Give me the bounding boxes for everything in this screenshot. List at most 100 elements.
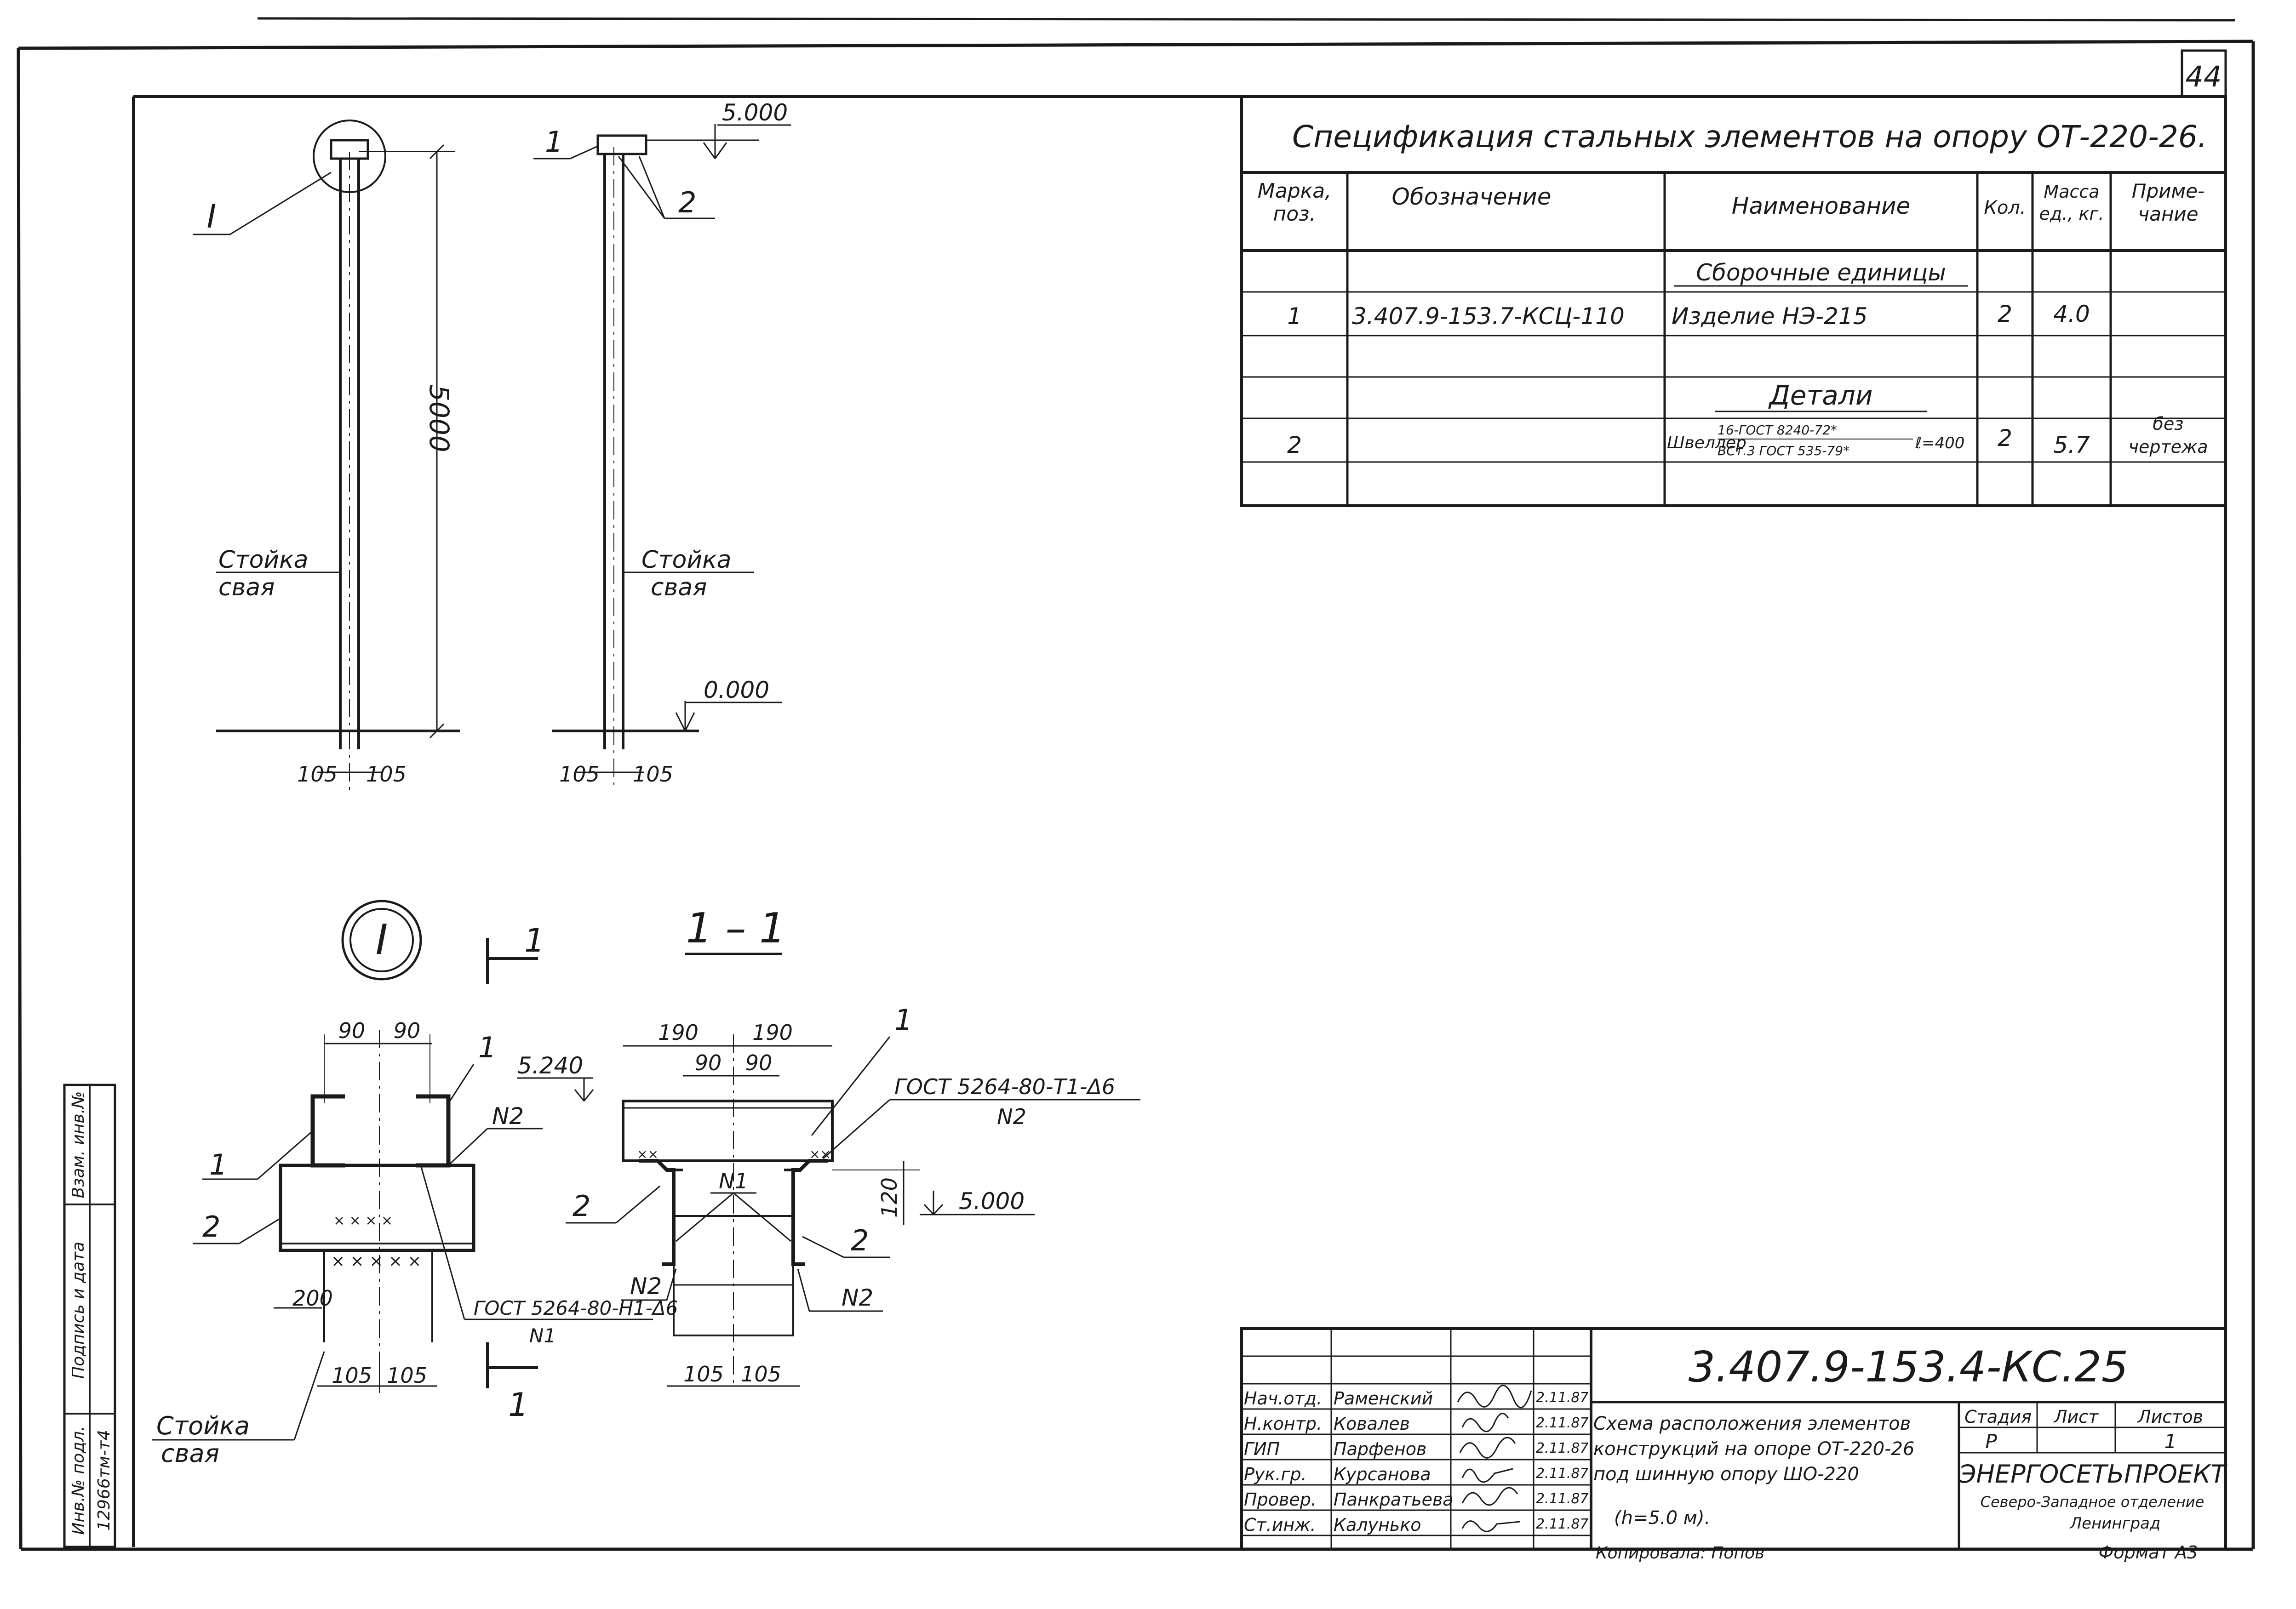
date-1: 2.11.87 xyxy=(1536,1415,1589,1431)
dim-side-right: 105 xyxy=(633,762,673,787)
row1-designation: 3.407.9-153.7-КСЦ-110 xyxy=(1352,303,1625,330)
name-5: Калунько xyxy=(1334,1515,1421,1535)
elevation-side: 5.000 1 2 Стойка свая 0.000 105 105 xyxy=(533,99,791,791)
ground-elevation-mark: 0.000 xyxy=(704,677,769,703)
header-mark-2: поз. xyxy=(1273,202,1316,226)
cut-mark-bottom: 1 xyxy=(508,1386,529,1424)
sheet-label: Лист xyxy=(2053,1407,2099,1427)
height-dimension: 5000 xyxy=(424,384,455,452)
section-details: Детали xyxy=(1768,380,1872,411)
date-4: 2.11.87 xyxy=(1536,1491,1589,1507)
detail-n2: N2 xyxy=(492,1103,524,1130)
section-dim-105b: 105 xyxy=(741,1362,781,1386)
post-label-side-2: свая xyxy=(651,574,707,601)
side-stamp: Инв.№ подл. Подпись и дата Взам. инв.№ 1… xyxy=(63,1084,116,1548)
detail-dim-105b: 105 xyxy=(387,1363,427,1388)
description-line-4: (h=5.0 м). xyxy=(1614,1507,1710,1529)
name-1: Ковалев xyxy=(1334,1414,1410,1434)
detail-weld-sub: N1 xyxy=(529,1324,556,1347)
org-branch: Северо-Западное отделение xyxy=(1981,1493,2204,1511)
sheet-frame: 44 xyxy=(17,17,2255,1551)
section-n1: N1 xyxy=(719,1169,748,1193)
page-number: 44 xyxy=(2186,60,2222,93)
detail-dim-a: 90 xyxy=(338,1018,366,1043)
row2-name-suffix: ℓ=400 xyxy=(1915,434,1964,452)
header-mass-2: ед., кг. xyxy=(2039,204,2104,224)
signature-4 xyxy=(1461,1487,1518,1506)
date-5: 2.11.87 xyxy=(1536,1516,1589,1532)
description-line-3: под шинную опору ШО-220 xyxy=(1593,1464,1859,1485)
row1-mark: 1 xyxy=(1287,303,1302,330)
dim-side-left: 105 xyxy=(559,762,600,787)
header-qty: Кол. xyxy=(1984,197,2026,218)
row2-note-1: без xyxy=(2153,414,2183,434)
org-city: Ленинград xyxy=(2069,1514,2161,1533)
name-2: Парфенов xyxy=(1334,1439,1426,1459)
side-inv-number: 12966тм-т4 xyxy=(95,1430,114,1531)
role-0: Нач.отд. xyxy=(1244,1388,1322,1409)
section-n2-right: N2 xyxy=(842,1284,873,1311)
detail-post-label-1: Стойка xyxy=(156,1411,250,1440)
section-dim-90b: 90 xyxy=(745,1050,773,1075)
name-3: Курсанова xyxy=(1334,1464,1431,1484)
header-designation: Обозначение xyxy=(1392,183,1552,210)
header-mass-1: Масса xyxy=(2044,182,2099,202)
detail-dim-105a: 105 xyxy=(332,1363,372,1388)
role-5: Ст.инж. xyxy=(1244,1515,1316,1535)
section-pos2-left: 2 xyxy=(573,1189,590,1223)
header-name: Наименование xyxy=(1732,193,1911,219)
section-dim-190a: 190 xyxy=(658,1020,699,1045)
side-label-inv: Инв.№ подл. xyxy=(69,1426,88,1535)
weld-marks-mid: × × × × xyxy=(333,1213,393,1229)
section-pos1: 1 xyxy=(894,1003,912,1037)
sheets-value: 1 xyxy=(2164,1430,2177,1453)
stage-value: Р xyxy=(1985,1430,1997,1453)
sheet-format: Формат А3 xyxy=(2099,1542,2198,1563)
section-mark-top: 5.240 xyxy=(517,1052,583,1079)
row2-mass: 5.7 xyxy=(2053,432,2090,458)
position-2-label: 2 xyxy=(678,186,696,219)
signature-5 xyxy=(1461,1520,1520,1532)
section-assembly-units: Сборочные единицы xyxy=(1696,259,1946,286)
detail-dim-200: 200 xyxy=(292,1286,333,1311)
signature-0 xyxy=(1457,1385,1532,1409)
signature-3 xyxy=(1461,1468,1513,1483)
row2-name-top: 16-ГОСТ 8240-72* xyxy=(1718,422,1837,438)
name-4: Панкратьева xyxy=(1334,1489,1454,1510)
signature-1 xyxy=(1461,1413,1509,1432)
description-line-1: Схема расположения элементов xyxy=(1593,1413,1911,1434)
section-mark-bottom: 5.000 xyxy=(959,1188,1025,1215)
date-3: 2.11.87 xyxy=(1536,1466,1589,1482)
row1-name: Изделие НЭ-215 xyxy=(1672,303,1867,330)
weld-marks-lower: × × × × × xyxy=(331,1252,422,1271)
section-weld-marks-left: ×× xyxy=(637,1147,658,1162)
section-dim-190b: 190 xyxy=(752,1020,793,1045)
org-name: ЭНЕРГОСЕТЬПРОЕКТ xyxy=(1958,1460,2228,1489)
cut-mark-top: 1 xyxy=(524,922,545,959)
copied-by: Копировала: Попов xyxy=(1596,1544,1764,1563)
date-0: 2.11.87 xyxy=(1536,1390,1589,1406)
detail-I: I 1 1 90 90 × × × × × × × × × 1 1 N2 2 2 xyxy=(152,900,678,1468)
section-weld-sub: N2 xyxy=(997,1104,1026,1129)
detail-pos2: 2 xyxy=(202,1210,220,1244)
detail-post-label-2: свая xyxy=(161,1439,219,1468)
role-4: Провер. xyxy=(1244,1489,1317,1510)
row2-qty: 2 xyxy=(1998,425,2012,451)
header-note-2: чание xyxy=(2138,203,2198,225)
header-mark-1: Марка, xyxy=(1258,179,1331,203)
section-1-1: 1 – 1 5.240 190 190 90 90 ×× ×× 1 ГОСТ 5… xyxy=(517,904,1140,1387)
position-1-label: 1 xyxy=(545,125,563,159)
row2-note-2: чертежа xyxy=(2129,437,2208,457)
side-label-sign: Подпись и дата xyxy=(69,1242,88,1379)
signature-2 xyxy=(1459,1437,1516,1459)
dim-front-left: 105 xyxy=(297,762,338,787)
name-0: Раменский xyxy=(1334,1388,1433,1409)
section-dim-120: 120 xyxy=(877,1177,902,1218)
row2-name-bottom: ВСт.3 ГОСТ 535-79* xyxy=(1718,443,1849,458)
spec-title: Спецификация стальных элементов на опору… xyxy=(1292,119,2207,154)
detail-pos1-left: 1 xyxy=(209,1148,227,1181)
row2-name-prefix: Швеллер xyxy=(1667,434,1746,452)
row1-qty: 2 xyxy=(1998,301,2012,327)
post-label-front-2: свая xyxy=(218,574,275,601)
